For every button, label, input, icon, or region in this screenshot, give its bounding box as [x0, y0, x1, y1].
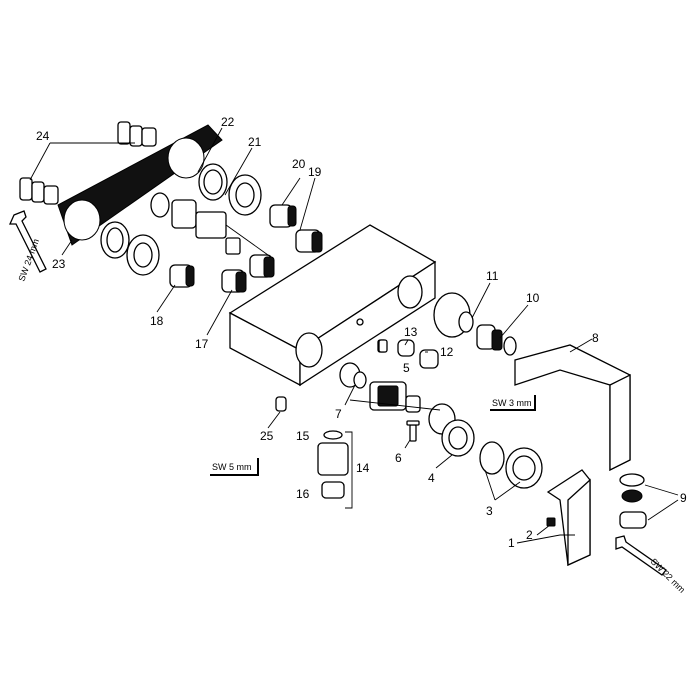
callout-22: 22: [221, 115, 235, 129]
rosette-11: [433, 292, 474, 338]
adapter-4: [428, 403, 475, 457]
connector-right: [117, 121, 157, 147]
wrench-sw22-label: SW 22 mm: [649, 556, 688, 595]
callout-numbers: 24 22 21 20 19 23 18 17 11 10 8 13 12 5 …: [36, 115, 687, 550]
wall-plate: [57, 124, 223, 246]
nipple-17: [221, 254, 275, 293]
allen-key-sw5-label: SW 5 mm: [212, 462, 252, 472]
callout-24: 24: [36, 129, 50, 143]
wrench-sw22-icon: SW 22 mm: [615, 535, 688, 595]
stop-ring-3: [479, 441, 543, 489]
callout-13: 13: [404, 325, 418, 339]
callout-25: 25: [260, 429, 274, 443]
callout-1: 1: [508, 536, 515, 550]
callout-7: 7: [335, 407, 342, 421]
collar-21: [198, 163, 262, 216]
callout-9: 9: [680, 491, 687, 505]
grub-screw-2: [546, 517, 556, 527]
allen-key-sw3-icon: SW 3 mm: [490, 395, 536, 411]
stop-valve-left: [100, 221, 160, 276]
plug-25: [275, 396, 287, 412]
nipple-19-20: [269, 204, 323, 253]
callout-18: 18: [150, 314, 164, 328]
seal-ring-22: [150, 192, 170, 218]
callout-21: 21: [248, 135, 262, 149]
callout-10: 10: [526, 291, 540, 305]
callout-3: 3: [486, 504, 493, 518]
allen-key-sw3-label: SW 3 mm: [492, 398, 532, 408]
callout-14: 14: [356, 461, 370, 475]
nipple-10: [476, 324, 517, 356]
lever-handle-1: [546, 469, 591, 567]
wrench-sw24-icon: SW 24 mm: [8, 210, 47, 283]
callout-4: 4: [428, 471, 435, 485]
callout-8: 8: [592, 331, 599, 345]
screw-6: [406, 420, 420, 442]
mixer-body: [228, 224, 437, 387]
connector-left: [19, 177, 59, 205]
thermostatic-element: [369, 381, 421, 413]
callout-6: 6: [395, 451, 402, 465]
callout-15: 15: [296, 429, 310, 443]
callout-23: 23: [52, 257, 66, 271]
callout-19: 19: [308, 165, 322, 179]
callout-5: 5: [403, 361, 410, 375]
leader-lines: [29, 127, 679, 544]
callout-2: 2: [526, 528, 533, 542]
callout-12: 12: [440, 345, 454, 359]
plug-5: [378, 339, 388, 353]
allen-key-sw5-icon: SW 5 mm: [210, 458, 259, 476]
callout-17: 17: [195, 337, 209, 351]
aerator-9: [619, 473, 647, 529]
check-valve-14: [317, 430, 349, 499]
nipple-18: [169, 264, 195, 288]
callout-11: 11: [486, 269, 499, 283]
thermostat-cartridge: [171, 199, 269, 256]
callout-20: 20: [292, 157, 306, 171]
clip-7: [339, 362, 367, 389]
callout-16: 16: [296, 487, 310, 501]
spout-8: [514, 344, 631, 472]
